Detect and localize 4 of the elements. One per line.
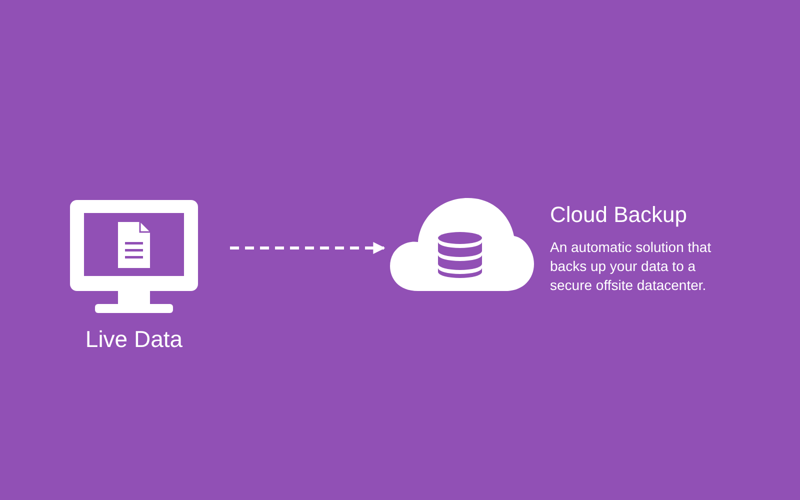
arrow — [230, 242, 386, 254]
heading: Cloud Backup — [550, 202, 687, 228]
description: An automatic solution that backs up your data to a secure offsite datacenter. — [550, 238, 712, 295]
node-label: Live Data — [84, 326, 184, 353]
